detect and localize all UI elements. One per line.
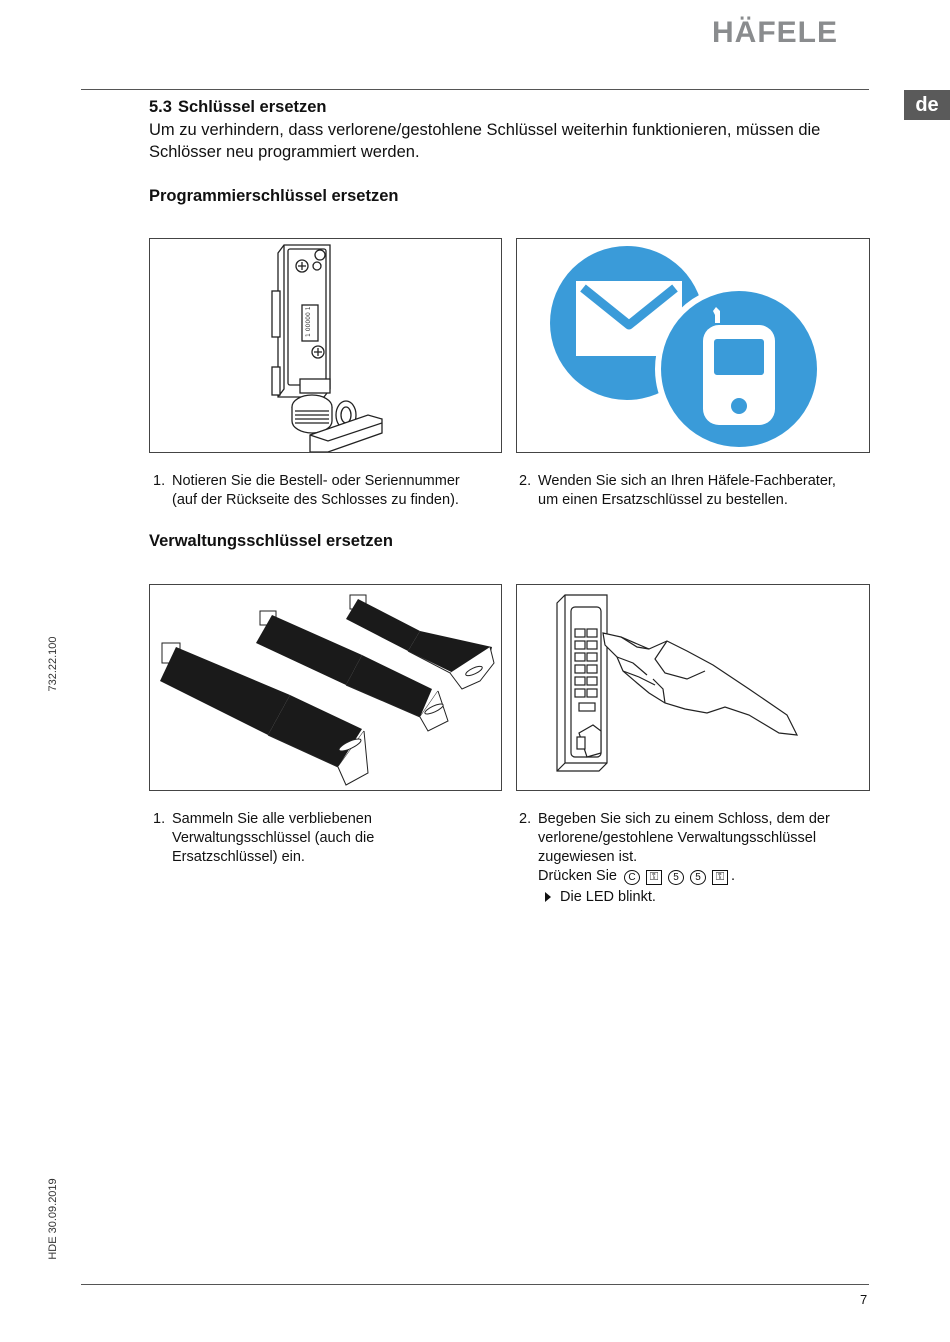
management-key-card-small — [346, 594, 495, 690]
programming-step-2: 2.Wenden Sie sich an Ihren Häfele-Fachbe… — [519, 473, 836, 508]
contact-icons — [550, 246, 823, 452]
keypad-press-illustration — [516, 584, 870, 791]
digit-key-symbol: 5 — [690, 870, 707, 885]
step-result: Die LED blinkt. — [519, 888, 879, 907]
key-symbol-icon: ⚿ — [646, 870, 663, 885]
management-step-2: 2.Begeben Sie sich zu einem Schloss, dem… — [519, 810, 879, 907]
section-intro: Um zu verhindern, dass verlorene/gestohl… — [149, 121, 821, 161]
key-cards-drawing — [160, 594, 495, 786]
lock-rear-illustration: 1 00000 1 — [149, 238, 502, 453]
section-heading: 5.3 Schlüssel ersetzen — [149, 98, 327, 117]
key-icon: ⚿ — [649, 871, 659, 883]
mobile-phone-icon — [703, 307, 775, 425]
step-number: 1. — [153, 473, 166, 489]
page-number: 7 — [860, 1292, 868, 1307]
step-number: 2. — [519, 811, 532, 827]
header-divider — [81, 89, 869, 90]
programming-key-heading: Programmierschlüssel ersetzen — [149, 187, 399, 205]
management-keys-illustration — [149, 584, 502, 791]
contact-illustration — [516, 238, 870, 453]
serial-number-label: 1 00000 1 — [305, 306, 312, 337]
language-tab: de — [904, 90, 950, 120]
document-date: HDE 30.09.2019 — [47, 1178, 59, 1260]
programming-step-1: 1.Notieren Sie die Bestell- oder Serienn… — [153, 473, 460, 508]
document-number: 732.22.100 — [47, 636, 59, 692]
footer-divider — [81, 1284, 869, 1285]
management-key-card-large — [160, 642, 369, 786]
result-arrow-icon — [545, 892, 551, 902]
management-key-heading: Verwaltungsschlüssel ersetzen — [149, 532, 393, 550]
key-symbol-icon: ⚿ — [712, 870, 729, 885]
brand-logo: HÄFELE — [712, 16, 838, 49]
management-key-card-medium — [256, 610, 449, 732]
step-number: 1. — [153, 811, 166, 827]
lock-drawing: 1 00000 1 — [271, 244, 383, 452]
digit-key-symbol: 5 — [668, 870, 685, 885]
management-step-1: 1.Sammeln Sie alle verbliebenen Verwaltu… — [153, 811, 375, 865]
keypad-hand-drawing — [556, 594, 799, 772]
section-number: 5.3 — [149, 98, 172, 116]
clear-key-symbol: C — [624, 870, 641, 885]
section-title: Schlüssel ersetzen — [177, 98, 327, 116]
step-number: 2. — [519, 473, 532, 489]
key-icon: ⚿ — [715, 871, 725, 883]
